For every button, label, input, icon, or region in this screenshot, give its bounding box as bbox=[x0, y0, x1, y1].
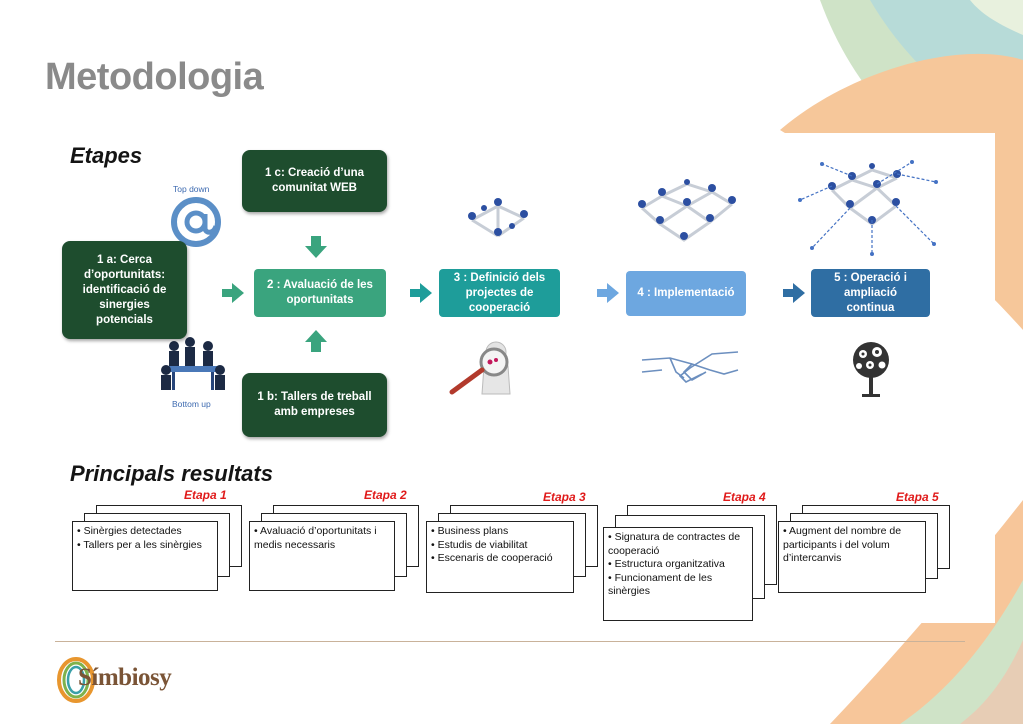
box-1c-comunitat-web: 1 c: Creació d’una comunitat WEB bbox=[242, 150, 387, 212]
etapa-4-label: Etapa 4 bbox=[723, 490, 766, 504]
arrow-right-icon bbox=[410, 283, 432, 303]
network-icon bbox=[638, 179, 736, 242]
magnifier-figure-icon bbox=[449, 341, 511, 395]
page-title: Metodologia bbox=[45, 56, 264, 98]
box-5-operacio: 5 : Operació i ampliació continua bbox=[811, 269, 930, 317]
bottom-up-label: Bottom up bbox=[172, 399, 211, 409]
arrow-up-icon bbox=[305, 330, 327, 352]
result-card-etapa-4: • Signatura de contractes de cooperació … bbox=[603, 505, 779, 623]
result-text-etapa-2: • Avaluació d’oportunitats i medis neces… bbox=[249, 521, 395, 591]
result-card-etapa-2: • Avaluació d’oportunitats i medis neces… bbox=[249, 505, 421, 597]
result-card-etapa-5: • Augment del nombre de participants i d… bbox=[778, 505, 954, 597]
simbiosy-logo-icon bbox=[57, 657, 95, 703]
result-card-etapa-1: • Sinèrgies detectades • Tallers per a l… bbox=[72, 505, 244, 597]
etapa-5-label: Etapa 5 bbox=[896, 490, 939, 504]
result-text-etapa-1: • Sinèrgies detectades • Tallers per a l… bbox=[72, 521, 218, 591]
arrow-down-icon bbox=[305, 236, 327, 258]
box-2-avaluacio: 2 : Avaluació de les oportunitats bbox=[254, 269, 386, 317]
box-1a-cerca-oportunitats: 1 a: Cerca d’oportunitats: identificació… bbox=[62, 241, 187, 339]
result-text-etapa-3: • Business plans • Estudis de viabilitat… bbox=[426, 521, 574, 593]
etapa-1-label: Etapa 1 bbox=[184, 488, 227, 502]
section-etapes-title: Etapes bbox=[70, 143, 143, 168]
top-down-label: Top down bbox=[173, 184, 210, 194]
arrow-right-icon bbox=[783, 283, 805, 303]
expanding-network-icon bbox=[798, 160, 938, 256]
arrow-right-icon bbox=[597, 283, 619, 303]
arrow-right-icon bbox=[222, 283, 244, 303]
box-1b-tallers: 1 b: Tallers de treball amb empreses bbox=[242, 373, 387, 437]
at-sign-icon bbox=[171, 197, 221, 247]
result-text-etapa-5: • Augment del nombre de participants i d… bbox=[778, 521, 926, 593]
meeting-people-icon bbox=[161, 337, 225, 390]
small-network-icon bbox=[468, 198, 528, 238]
simbiosy-logo-text: Símbiosy bbox=[78, 664, 172, 691]
box-4-implementacio: 4 : Implementació bbox=[626, 271, 746, 316]
footer-divider bbox=[55, 641, 965, 642]
etapa-2-label: Etapa 2 bbox=[364, 488, 407, 502]
handshake-icon bbox=[641, 351, 739, 383]
result-text-etapa-4: • Signatura de contractes de cooperació … bbox=[603, 527, 753, 621]
etapa-3-label: Etapa 3 bbox=[543, 490, 586, 504]
box-3-definicio: 3 : Definició dels projectes de cooperac… bbox=[439, 269, 560, 317]
section-resultats-title: Principals resultats bbox=[70, 461, 273, 486]
gears-tree-icon bbox=[853, 342, 889, 397]
result-card-etapa-3: • Business plans • Estudis de viabilitat… bbox=[426, 505, 600, 597]
